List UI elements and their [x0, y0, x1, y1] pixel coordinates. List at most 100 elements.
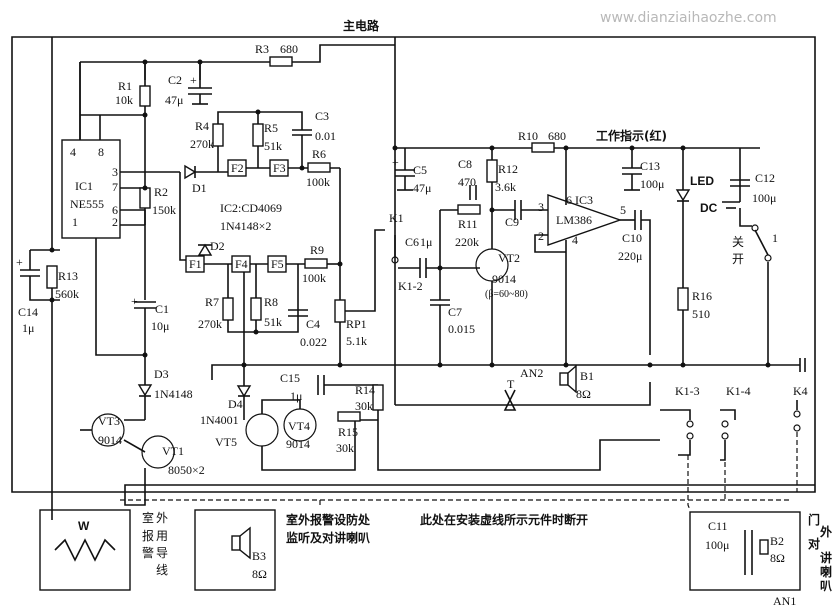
c1-value: 10μ [151, 319, 169, 333]
k1-4-label: K1-4 [726, 384, 751, 398]
vt1-value: 8050×2 [168, 463, 205, 477]
r15-value: 30k [336, 441, 354, 455]
vt2-value: 9014 [492, 272, 516, 286]
r1-value: 10k [115, 93, 133, 107]
c8-name: C8 [458, 157, 472, 171]
rp1-name: RP1 [346, 317, 367, 331]
dc-label: DC [700, 201, 718, 215]
ic1-pin2: 2 [112, 215, 118, 229]
c4-value: 0.022 [300, 335, 327, 349]
switch-num-label: 1 [772, 231, 778, 245]
d3-name: D3 [154, 367, 169, 381]
vt2-beta: (β=60~80) [485, 289, 528, 300]
r3-name: R3 [255, 42, 269, 56]
c13-value: 100μ [640, 177, 664, 191]
capacitor-c2: C2 47μ + [165, 62, 212, 107]
wire-label-0: 室 [142, 510, 154, 525]
c2-plus: + [190, 73, 197, 87]
r13-name: R13 [58, 269, 78, 283]
r8-name: R8 [264, 295, 278, 309]
k1-label: K1 [389, 211, 404, 225]
r11-name: R11 [458, 217, 478, 231]
r14-value: 30k [355, 399, 373, 413]
ic1-pin3: 3 [112, 165, 118, 179]
vt2-name: VT2 [498, 251, 520, 265]
r7-value: 270k [198, 317, 222, 331]
c10-name: C10 [622, 231, 642, 245]
c14-value: 1μ [22, 321, 34, 335]
r1-name: R1 [118, 79, 132, 93]
vt3-value: 9014 [98, 433, 122, 447]
ic3-pin3: 3 [538, 200, 544, 214]
d4-name: D4 [228, 397, 243, 411]
r5-name: R5 [264, 121, 278, 135]
f1-label: F1 [189, 257, 202, 271]
wire-label-5: 导 [156, 546, 168, 560]
c7-value: 0.015 [448, 322, 475, 336]
r12-value: 3.6k [495, 180, 516, 194]
r7-name: R7 [205, 295, 219, 309]
ic2-name: IC2:CD4069 [220, 201, 282, 215]
ic2-diodes: 1N4148×2 [220, 219, 271, 233]
resistor-r3: R3 680 [255, 42, 298, 67]
c2-name: C2 [168, 73, 182, 87]
ic1-pin4: 4 [70, 145, 76, 159]
f4-label: F4 [235, 257, 248, 271]
d3-value: 1N4148 [154, 387, 193, 401]
c12-value: 100μ [752, 191, 776, 205]
c6-value: 1μ [420, 235, 432, 249]
c8-value: 470 [458, 175, 476, 189]
k4-label: K4 [793, 384, 808, 398]
c15-value: 1μ [290, 389, 302, 403]
c13-name: C13 [640, 159, 660, 173]
c14-r13: + R13 560k C14 1μ [16, 249, 79, 520]
work-indicator-label: 工作指示(红) [596, 128, 667, 143]
r15-name: R15 [338, 425, 358, 439]
lm386-stage: + C5 47μ R10 680 LM386 6 IC3 3 2 4 5 C10… [392, 128, 760, 365]
ic1-pin7: 7 [112, 180, 118, 194]
wire-label-3: 警 [142, 545, 154, 560]
potentiometer-rp1: RP1 5.1k [334, 229, 385, 365]
c7-name: C7 [448, 305, 462, 319]
c5-value: 47μ [413, 181, 431, 195]
ic1-ne555: 4 8 3 7 6 1 2 IC1 NE555 [61, 62, 180, 356]
c5-plus: + [392, 155, 399, 169]
c1-plus: + [131, 294, 138, 308]
c12-name: C12 [755, 171, 775, 185]
vt4-name: VT4 [288, 419, 310, 433]
r12-name: R12 [498, 162, 518, 176]
r14-name: R14 [355, 383, 375, 397]
led-label: LED [690, 174, 714, 188]
d4-value: 1N4001 [200, 413, 239, 427]
ic2-cd4069: D1 F2 F3 R4 270k R5 51k C3 0.01 R6 100k … [179, 109, 341, 420]
f2-label: F2 [231, 161, 244, 175]
door-speaker-box: C11 100μ B2 8Ω AN1 门 外 对 讲 喇 叭 [689, 511, 832, 608]
r13-value: 560k [55, 287, 79, 301]
ic3-pin5: 5 [620, 203, 626, 217]
c11-name: C11 [708, 519, 728, 533]
indicator-power: C13 100μ LED R16 510 DC C12 100μ 关 开 1 [622, 148, 778, 365]
c3-value: 0.01 [315, 129, 336, 143]
b1-value: 8Ω [576, 387, 591, 401]
ic3-type: LM386 [556, 213, 592, 227]
r4-value: 270k [190, 137, 214, 151]
d1-label: D1 [192, 181, 207, 195]
f3-label: F3 [273, 161, 286, 175]
relay-contacts: K1-3 K1-4 K4 [660, 384, 808, 461]
c15-name: C15 [280, 371, 300, 385]
b3-value: 8Ω [252, 567, 267, 581]
r8-value: 51k [264, 315, 282, 329]
c14-plus: + [16, 255, 23, 269]
speaker-label-0: 室外报警设防处 [286, 512, 371, 527]
r3-value: 680 [280, 42, 298, 56]
b2-name: B2 [770, 534, 784, 548]
d2-label: D2 [210, 239, 225, 253]
driver-stage: D3 1N4148 VT3 9014 VT1 8050×2 [80, 367, 815, 506]
w-label: W [78, 519, 90, 533]
main-circuit-label: 主电路 [343, 18, 380, 33]
c1-name: C1 [155, 302, 169, 316]
wire-label-6: 线 [156, 563, 168, 577]
ic1-type: NE555 [70, 197, 104, 211]
